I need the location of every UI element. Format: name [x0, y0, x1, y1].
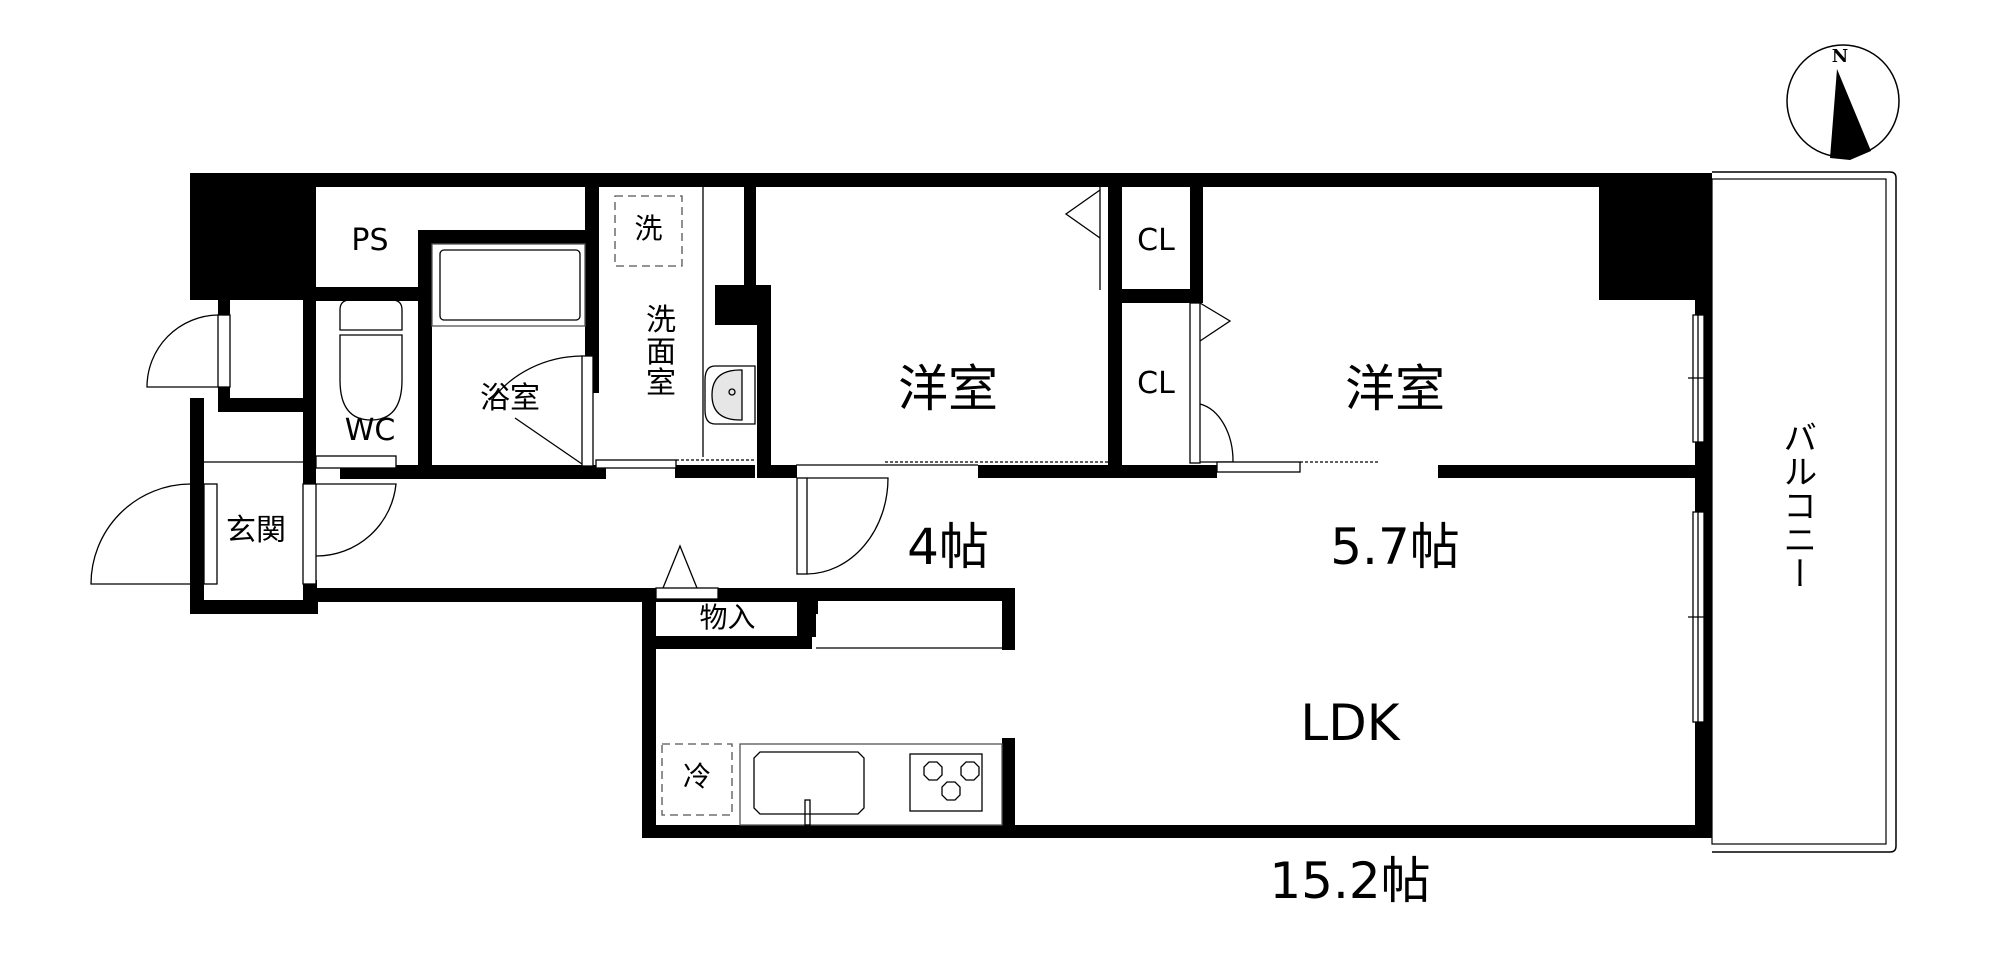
room-label-western-5-7: 洋室 5.7帖 — [1305, 258, 1485, 626]
room-name: 洋室 — [1345, 360, 1445, 418]
room-label-entrance: 玄関 — [226, 513, 286, 548]
room-label-ldk: LDK 15.2帖 — [1250, 592, 1450, 960]
fixtures-lines — [90, 187, 1712, 826]
room-size: 4帖 — [907, 517, 989, 576]
room-label-bathroom: 浴室 — [480, 381, 540, 416]
room-label-balcony: バルコニー — [1776, 420, 1817, 590]
compass-north-icon — [1786, 44, 1900, 160]
room-name: 洋室 — [898, 360, 998, 418]
room-label-storage: 物入 — [699, 601, 756, 634]
washing-machine-label: 洗 — [634, 212, 663, 245]
walls — [190, 173, 1712, 838]
room-label-closet-2: CL — [1137, 366, 1175, 401]
room-label-closet-1: CL — [1137, 223, 1175, 258]
room-name: LDK — [1300, 694, 1400, 752]
room-label-western-4: 洋室 4帖 — [868, 258, 1028, 626]
room-size: 15.2帖 — [1269, 851, 1431, 910]
refrigerator-label: 冷 — [682, 760, 711, 793]
room-label-wc: WC — [344, 413, 396, 448]
room-size: 5.7帖 — [1330, 517, 1460, 576]
room-label-washroom: 洗面室 — [646, 303, 676, 401]
compass-label: N — [1831, 46, 1849, 67]
room-label-ps: PS — [351, 223, 389, 258]
floor-plan — [90, 44, 1900, 853]
